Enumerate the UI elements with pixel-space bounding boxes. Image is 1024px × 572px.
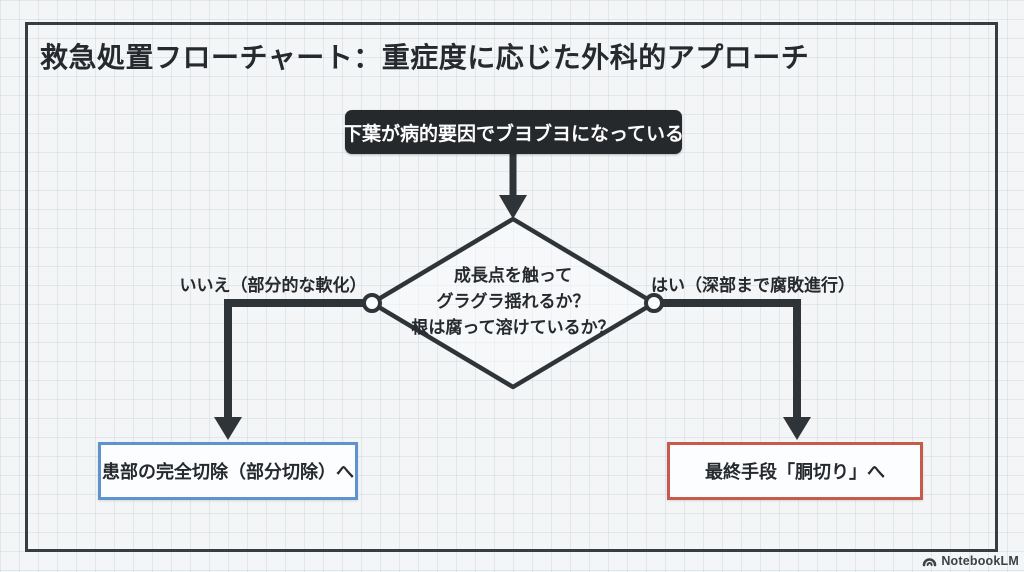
branch-label-no: いいえ（部分的な軟化） (179, 275, 367, 295)
page-title: 救急処置フローチャート：重症度に応じた外科的アプローチ (40, 42, 810, 73)
start-node: 下葉が病的要因でブヨブヨになっている (343, 110, 684, 154)
decision-node-label: 成長点を触って グラグラ揺れるか？ 根は腐って溶けているか？ (411, 266, 615, 337)
notebooklm-watermark: NotebookLM (922, 552, 1019, 569)
outcome-node-partial-removal: 患部の完全切除（部分切除）へ (98, 442, 358, 500)
outcome-node-final-measure: 最終手段「胴切り」へ (667, 442, 923, 500)
diagram-frame (25, 22, 998, 552)
notebooklm-logo-icon (923, 558, 937, 567)
branch-label-yes: はい（深部まで腐敗進行） (651, 275, 855, 295)
notebooklm-brand-text: NotebookLM (941, 553, 1019, 568)
